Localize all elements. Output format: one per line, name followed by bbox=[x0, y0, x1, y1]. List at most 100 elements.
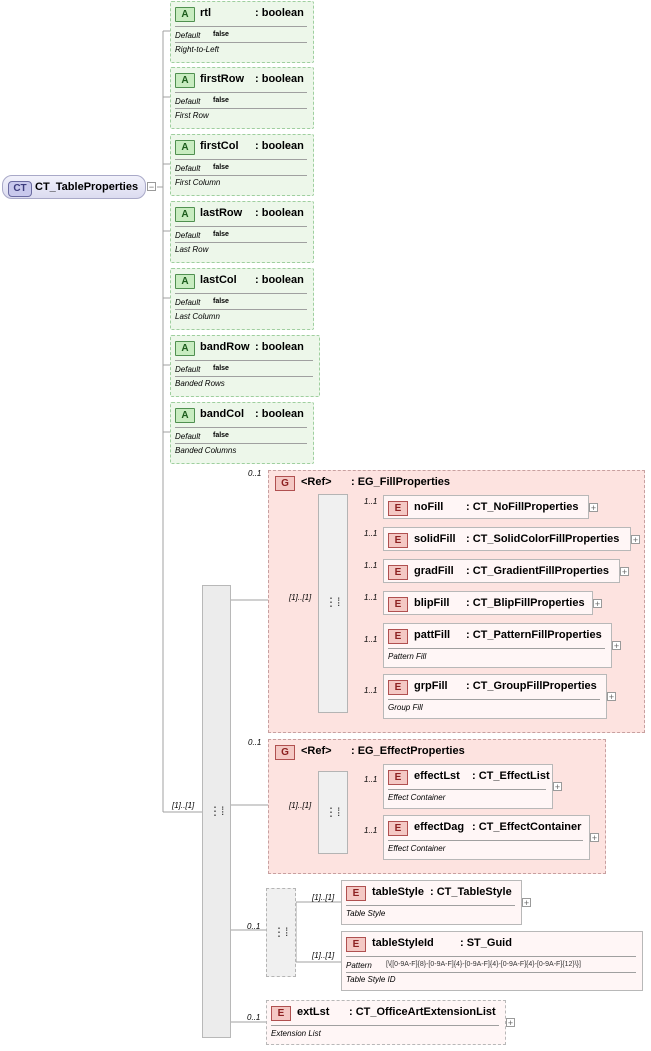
element-cardinality: [1]..[1] bbox=[312, 893, 335, 902]
attribute-badge: A bbox=[175, 73, 195, 88]
element-extLst[interactable]: E extLst : CT_OfficeArtExtensionList Ext… bbox=[266, 1000, 506, 1045]
fill-group-cardinality: 0..1 bbox=[248, 469, 262, 478]
attribute-type: : boolean bbox=[255, 73, 304, 85]
element-type: : CT_SolidColorFillProperties bbox=[466, 533, 620, 545]
expand-plus-icon[interactable]: + bbox=[522, 898, 531, 908]
element-gradFill[interactable]: E gradFill : CT_GradientFillProperties bbox=[383, 559, 620, 583]
expand-plus-icon[interactable]: + bbox=[593, 599, 602, 609]
group-ref: <Ref> bbox=[301, 476, 332, 488]
divider bbox=[175, 427, 307, 428]
attribute-firstRow[interactable]: A firstRow : boolean Default false First… bbox=[170, 67, 314, 129]
divider bbox=[175, 26, 307, 27]
default-label: Default bbox=[175, 365, 201, 374]
expand-plus-icon[interactable]: + bbox=[589, 503, 598, 513]
group-badge: G bbox=[275, 476, 295, 491]
expand-plus-icon[interactable]: + bbox=[590, 833, 599, 843]
effect-choice-box[interactable]: ⋮⁞ bbox=[318, 771, 348, 854]
divider bbox=[175, 226, 307, 227]
element-doc: Effect Container bbox=[388, 793, 446, 802]
element-doc: Extension List bbox=[271, 1029, 321, 1038]
element-grpFill[interactable]: E grpFill : CT_GroupFillProperties Group… bbox=[383, 674, 607, 719]
element-pattFill[interactable]: E pattFill : CT_PatternFillProperties Pa… bbox=[383, 623, 612, 668]
group-badge: G bbox=[275, 745, 295, 760]
expand-plus-icon[interactable]: + bbox=[607, 692, 616, 702]
attribute-type: : boolean bbox=[255, 207, 304, 219]
element-name: tableStyle bbox=[372, 886, 424, 898]
divider bbox=[175, 443, 307, 444]
divider bbox=[175, 92, 307, 93]
default-label: Default bbox=[175, 97, 201, 106]
divider bbox=[346, 972, 636, 973]
attribute-bandRow[interactable]: A bandRow : boolean Default false Banded… bbox=[170, 335, 320, 397]
sequence-icon: ⋮⁞ bbox=[209, 804, 225, 818]
style-choice-box[interactable]: ⋮⁞ bbox=[266, 888, 296, 977]
attribute-bandCol[interactable]: A bandCol : boolean Default false Banded… bbox=[170, 402, 314, 464]
element-doc: Effect Container bbox=[388, 844, 446, 853]
attribute-name: firstRow bbox=[200, 73, 244, 85]
divider bbox=[388, 648, 605, 649]
element-name: blipFill bbox=[414, 597, 450, 609]
element-type: : CT_GroupFillProperties bbox=[466, 680, 597, 692]
element-badge: E bbox=[346, 937, 366, 952]
main-sequence-bar[interactable]: ⋮⁞ bbox=[202, 585, 231, 1038]
attribute-firstCol[interactable]: A firstCol : boolean Default false First… bbox=[170, 134, 314, 196]
expand-plus-icon[interactable]: + bbox=[553, 782, 562, 792]
sequence-cardinality: [1]..[1] bbox=[172, 801, 195, 810]
element-badge: E bbox=[346, 886, 366, 901]
complex-type-badge: CT bbox=[8, 181, 32, 197]
element-type: : CT_TableStyle bbox=[430, 886, 512, 898]
element-doc: Table Style bbox=[346, 909, 386, 918]
element-name: pattFill bbox=[414, 629, 451, 641]
choice-icon: ⋮⁞ bbox=[325, 805, 341, 819]
default-label: Default bbox=[175, 432, 201, 441]
element-name: gradFill bbox=[414, 565, 454, 577]
element-name: effectDag bbox=[414, 821, 465, 833]
default-value: false bbox=[213, 298, 229, 305]
attribute-name: bandCol bbox=[200, 408, 244, 420]
expand-plus-icon[interactable]: + bbox=[620, 567, 629, 577]
element-cardinality: 1..1 bbox=[364, 593, 378, 602]
attribute-rtl[interactable]: A rtl : boolean Default false Right-to-L… bbox=[170, 1, 314, 63]
divider bbox=[175, 159, 307, 160]
element-effectLst[interactable]: E effectLst : CT_EffectList Effect Conta… bbox=[383, 764, 553, 809]
element-tableStyle[interactable]: E tableStyle : CT_TableStyle Table Style bbox=[341, 880, 522, 925]
expand-plus-icon[interactable]: + bbox=[631, 535, 640, 545]
attribute-name: firstCol bbox=[200, 140, 239, 152]
attribute-type: : boolean bbox=[255, 7, 304, 19]
fill-choice-box[interactable]: ⋮⁞ bbox=[318, 494, 348, 713]
expand-plus-icon[interactable]: + bbox=[506, 1018, 515, 1028]
element-tableStyleId[interactable]: E tableStyleId : ST_Guid Pattern [\{[0-9… bbox=[341, 931, 643, 991]
element-badge: E bbox=[388, 597, 408, 612]
complex-type-node[interactable]: CT CT_TableProperties bbox=[2, 175, 146, 199]
element-blipFill[interactable]: E blipFill : CT_BlipFillProperties bbox=[383, 591, 593, 615]
divider bbox=[346, 905, 515, 906]
element-name: effectLst bbox=[414, 770, 460, 782]
element-solidFill[interactable]: E solidFill : CT_SolidColorFillPropertie… bbox=[383, 527, 631, 551]
element-noFill[interactable]: E noFill : CT_NoFillProperties bbox=[383, 495, 589, 519]
collapse-minus-icon[interactable]: − bbox=[147, 182, 156, 192]
divider bbox=[175, 42, 307, 43]
element-type: : CT_EffectList bbox=[472, 770, 550, 782]
group-name: : EG_EffectProperties bbox=[351, 745, 465, 757]
divider bbox=[175, 175, 307, 176]
default-value: false bbox=[213, 97, 229, 104]
default-value: false bbox=[213, 365, 229, 372]
element-effectDag[interactable]: E effectDag : CT_EffectContainer Effect … bbox=[383, 815, 590, 860]
attribute-type: : boolean bbox=[255, 341, 304, 353]
attribute-lastRow[interactable]: A lastRow : boolean Default false Last R… bbox=[170, 201, 314, 263]
default-label: Default bbox=[175, 231, 201, 240]
default-label: Default bbox=[175, 298, 201, 307]
element-name: solidFill bbox=[414, 533, 456, 545]
attribute-badge: A bbox=[175, 207, 195, 222]
attribute-badge: A bbox=[175, 408, 195, 423]
element-name: noFill bbox=[414, 501, 444, 513]
divider bbox=[175, 242, 307, 243]
element-doc: Pattern Fill bbox=[388, 652, 427, 661]
attribute-lastCol[interactable]: A lastCol : boolean Default false Last C… bbox=[170, 268, 314, 330]
expand-plus-icon[interactable]: + bbox=[612, 641, 621, 651]
divider bbox=[175, 309, 307, 310]
attribute-type: : boolean bbox=[255, 274, 304, 286]
default-label: Default bbox=[175, 164, 201, 173]
element-name: grpFill bbox=[414, 680, 448, 692]
element-badge: E bbox=[388, 821, 408, 836]
